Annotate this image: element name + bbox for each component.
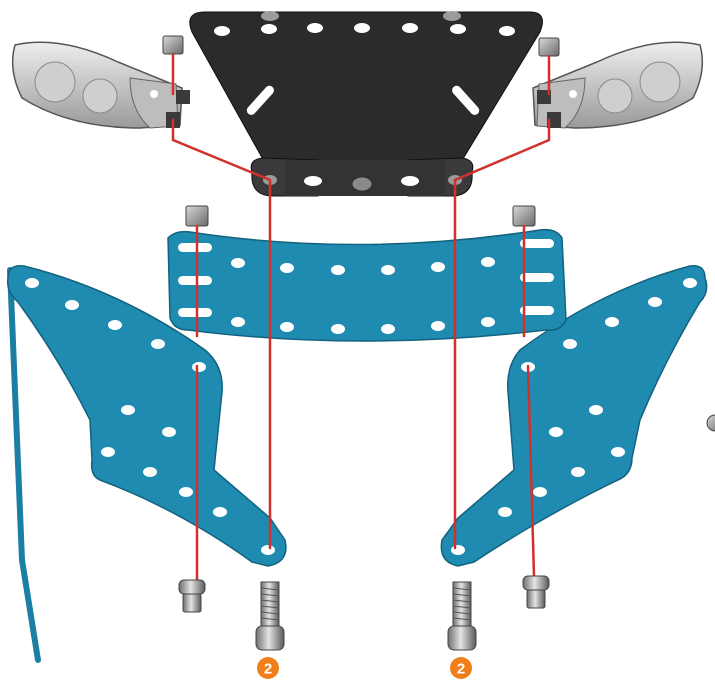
left-accent-line bbox=[10, 270, 38, 660]
svg-text:2: 2 bbox=[264, 661, 272, 678]
step-badge: 2 bbox=[257, 657, 279, 679]
long-screw bbox=[448, 582, 476, 650]
square-nut bbox=[539, 38, 559, 56]
short-screw bbox=[179, 580, 205, 612]
partial-screw-edge bbox=[707, 415, 715, 431]
step-badge: 2 bbox=[450, 657, 472, 679]
left-headlight bbox=[13, 42, 190, 128]
long-screw bbox=[256, 582, 284, 650]
square-nut bbox=[513, 206, 535, 226]
short-screw bbox=[523, 576, 549, 608]
svg-text:2: 2 bbox=[457, 661, 465, 678]
curved-blue-plate bbox=[168, 230, 566, 341]
square-nut bbox=[186, 206, 208, 226]
square-nut bbox=[163, 36, 183, 54]
